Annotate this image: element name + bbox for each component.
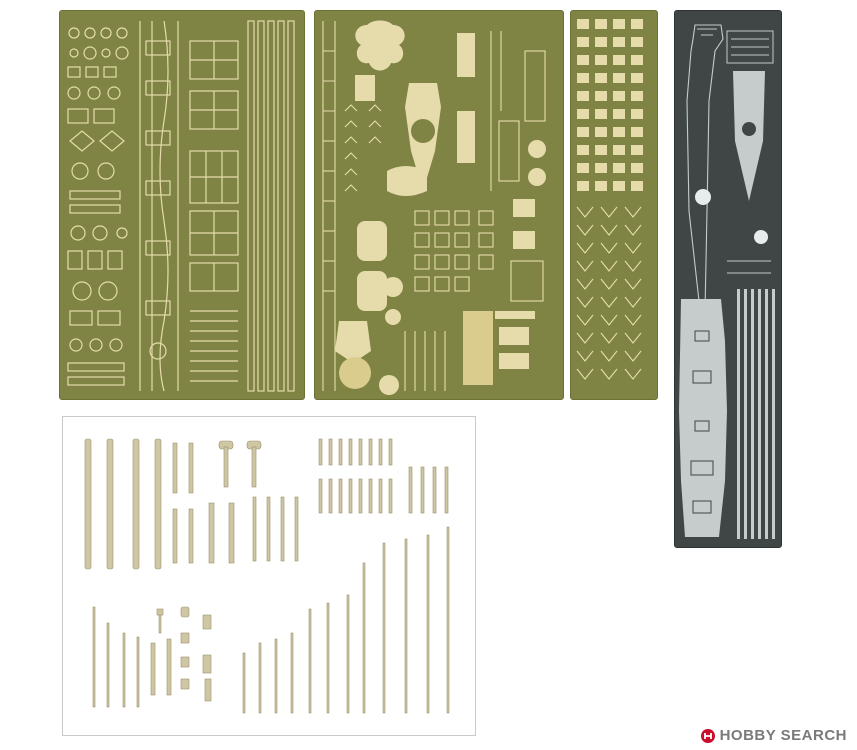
fret-2-grille [339,357,371,389]
deck-hole-a [695,189,711,205]
deck-outline-upper [686,24,724,313]
watermark: HOBBY SEARCH [700,727,847,744]
tall-masts [308,526,450,714]
fret-3-parts [576,19,643,380]
fret-2-parts [322,20,546,395]
steel-railing-columns [737,289,775,539]
turned-metal-parts-tray [62,416,476,736]
steel-fret-parts [679,24,775,539]
fret-2-grille-plate [463,311,493,385]
fret-2-round-b [528,168,546,186]
hobby-search-logo-icon [700,728,715,743]
fret-1-railings [247,20,295,392]
fret-2-disc-plate [357,221,387,261]
fret-2-plate-a [355,75,375,101]
fret-3-strut-rows [576,206,642,380]
fret-2-plate-b [457,33,475,77]
fret-2-disc-plate-2 [357,271,387,311]
fret-2-funnel-cap [387,166,427,196]
fret-1-lower-railings [190,310,238,382]
fret-1-mid-parts [139,20,179,392]
fret-2-shield [335,321,371,363]
fret-2-plate-c [457,111,475,163]
watermark-text: HOBBY SEARCH [719,727,847,744]
photo-etch-fret-3 [570,10,658,400]
turned-metal-parts [84,438,450,714]
deck-part-lower [679,299,727,537]
fret-2-round-a [528,140,546,158]
fret-1-small-parts [67,27,129,386]
gun-barrels-medium [172,442,235,564]
fret-2-spool-part [355,20,405,71]
deck-hole-b [754,230,768,244]
photo-etch-fret-2 [314,10,564,400]
fret-1-window-frames [189,40,239,292]
masts-with-caps [218,440,262,488]
short-posts [92,606,294,714]
small-fittings [150,606,212,702]
steel-deck-fret [674,10,782,548]
small-pin-rows [318,438,449,514]
fret-2-brackets [404,260,544,391]
fret-1-parts [67,20,295,392]
fret-3-bracket-rows [577,19,643,191]
photo-etch-fret-1 [59,10,305,400]
fret-2-chevrons [344,104,382,192]
fret-2-small-frames [414,31,546,292]
gun-barrels-large [84,438,162,570]
thin-barrels-right [252,496,299,562]
fret-2-side-ladder [322,21,336,391]
